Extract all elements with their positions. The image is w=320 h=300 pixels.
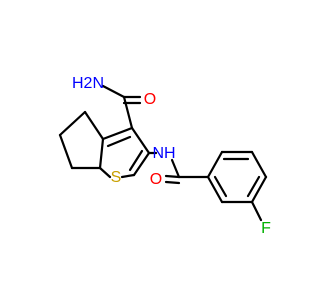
bond — [164, 174, 181, 179]
bond — [98, 137, 105, 170]
bond — [213, 175, 228, 198]
fluorine-label: F — [261, 220, 271, 237]
bond — [246, 175, 261, 198]
carbonyl-oxygen-label: O — [144, 91, 156, 108]
bond — [101, 126, 134, 141]
atom-label-layer: H2N O NH S O F — [72, 75, 271, 237]
bond — [58, 133, 74, 170]
bond — [120, 173, 136, 179]
amide-nitrogen-label: NH — [152, 145, 175, 162]
bond — [250, 150, 268, 179]
bond — [122, 95, 134, 130]
bond — [170, 158, 181, 179]
bond — [58, 110, 87, 137]
bond — [206, 150, 224, 179]
bond — [98, 166, 112, 179]
molecule-canvas: H2N O NH S O F — [58, 75, 272, 238]
bond — [164, 180, 181, 185]
bond — [101, 84, 126, 99]
bond — [130, 126, 151, 155]
bond — [206, 175, 224, 204]
amide-oxygen-label: O — [150, 171, 162, 188]
bond — [132, 151, 151, 177]
amine-nitrogen-label: H2N — [72, 75, 104, 92]
sulfur-label: S — [111, 169, 122, 186]
bond — [128, 149, 144, 172]
bond — [83, 110, 105, 141]
structure-drawing: H2N O NH S O F — [58, 75, 271, 237]
bond — [106, 135, 132, 148]
bond — [250, 200, 263, 222]
bond — [250, 175, 268, 204]
bond-layer — [58, 84, 268, 222]
